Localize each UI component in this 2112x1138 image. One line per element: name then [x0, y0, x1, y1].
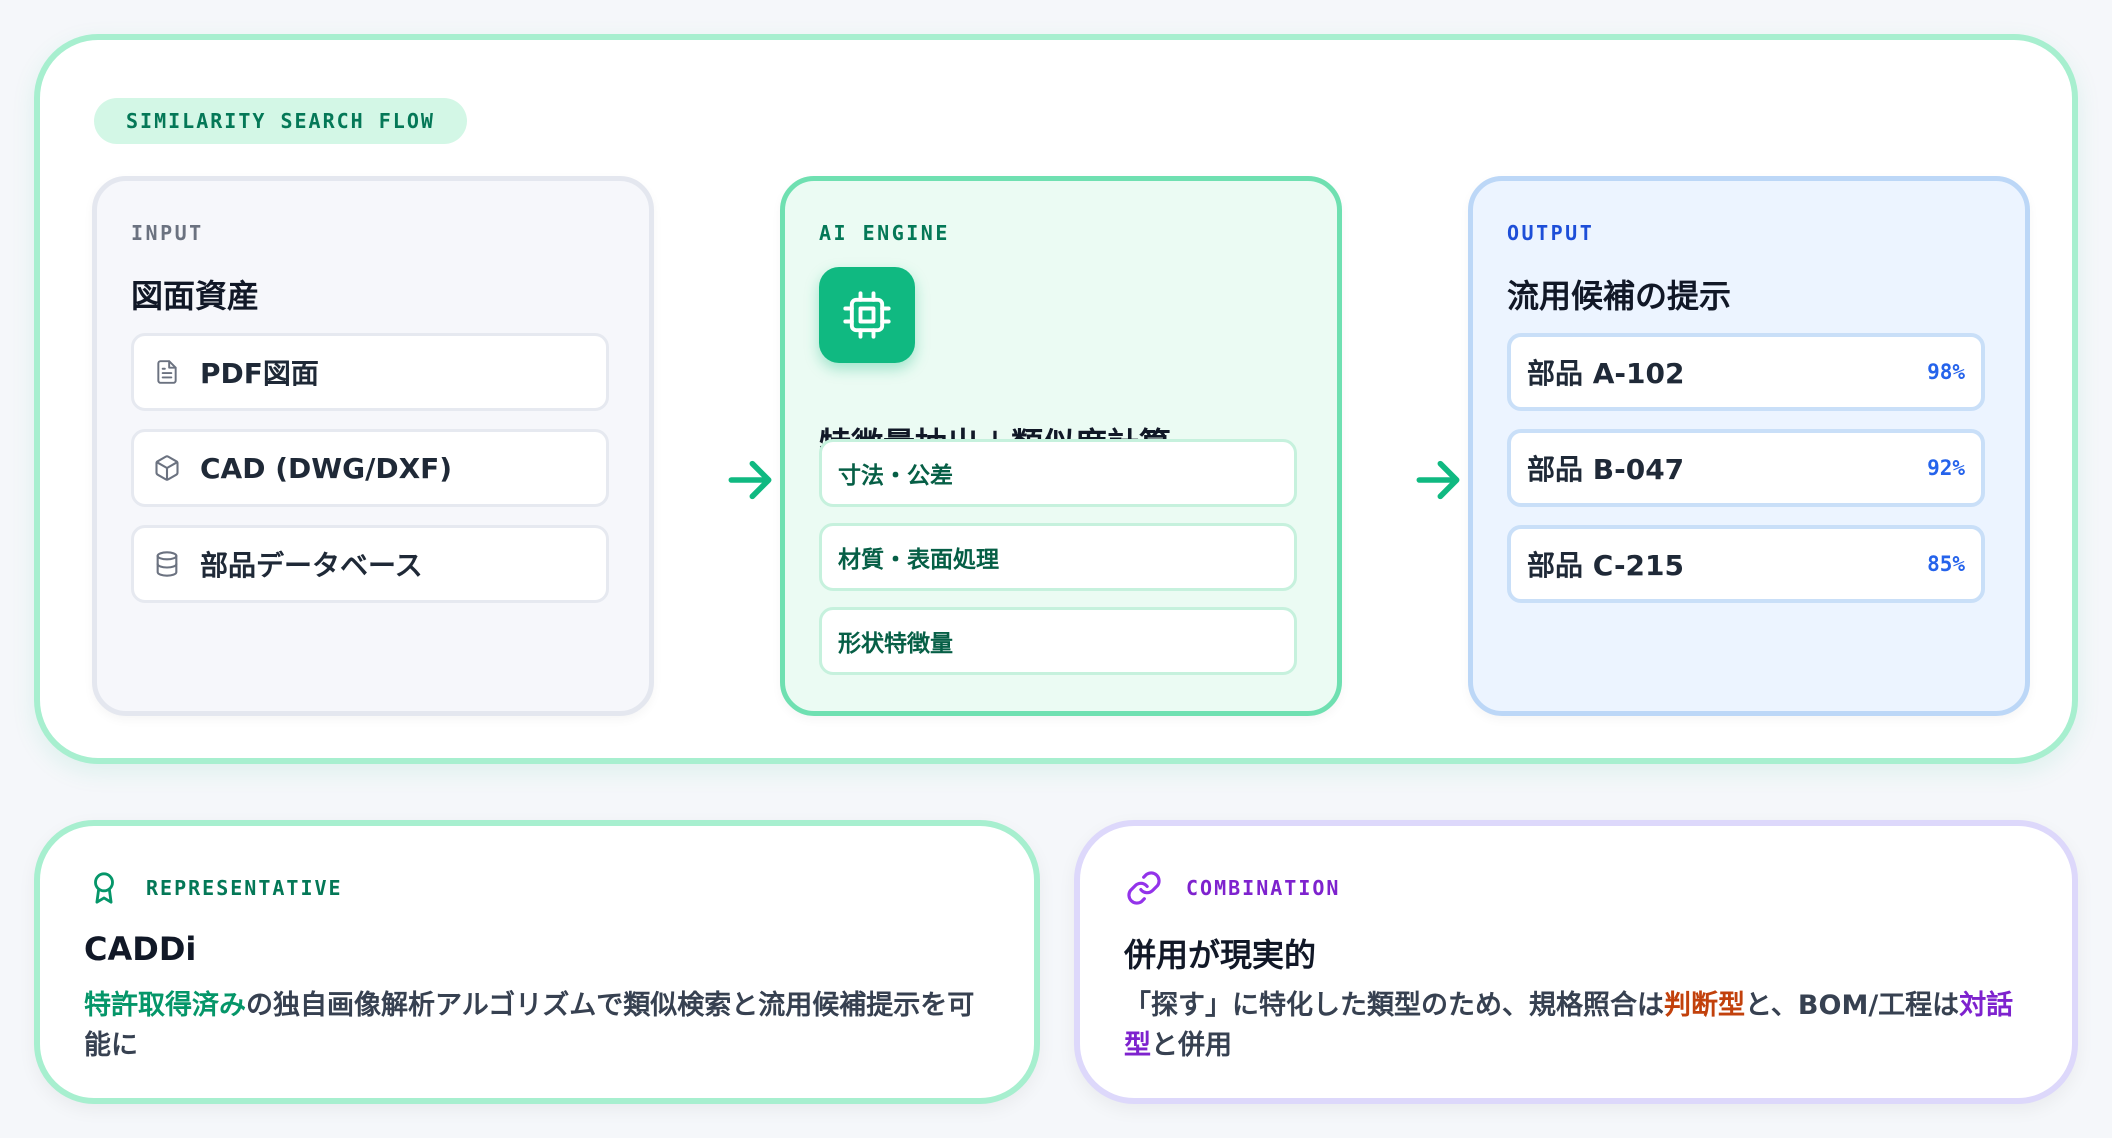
input-item-label: PDF図面 [200, 357, 319, 390]
similarity-flow-panel: SIMILARITY SEARCH FLOW INPUT 図面資産 PDF図面 … [34, 34, 2078, 764]
database-icon [152, 549, 182, 579]
result-row[interactable]: 部品 B-047 92% [1507, 429, 1985, 507]
result-name: 部品 A-102 [1527, 357, 1685, 390]
combination-text: 「探す」に特化した類型のため、規格照合は判断型と、BOM/工程は対話型と併用 [1124, 986, 2032, 1066]
engine-label: AI ENGINE [819, 221, 950, 245]
highlight-text: 判断型 [1664, 990, 1745, 1021]
feature-chip: 形状特徴量 [819, 607, 1297, 675]
result-score: 98% [1927, 360, 1965, 384]
combination-title: 併用が現実的 [1124, 936, 1317, 974]
result-name: 部品 B-047 [1527, 453, 1685, 486]
body-text: と、BOM/工程は [1745, 990, 1960, 1021]
result-row[interactable]: 部品 A-102 98% [1507, 333, 1985, 411]
output-title: 流用候補の提示 [1507, 277, 1732, 315]
body-text: 「探す」に特化した類型のため、規格照合は [1124, 990, 1664, 1021]
input-item-pdf[interactable]: PDF図面 [131, 333, 609, 411]
feature-chip: 寸法・公差 [819, 439, 1297, 507]
input-item-label: 部品データベース [200, 549, 423, 582]
arrow-right-icon [728, 460, 772, 500]
link-icon [1124, 868, 1164, 908]
document-icon [152, 357, 182, 387]
arrow-right-icon [1416, 460, 1460, 500]
input-item-label: CAD (DWG/DXF) [200, 451, 453, 485]
result-row[interactable]: 部品 C-215 85% [1507, 525, 1985, 603]
input-label: INPUT [131, 221, 204, 245]
engine-column: AI ENGINE 特徴量抽出＋類似度計算 寸法・公差 材質・表面処理 形状特徴… [780, 176, 1342, 716]
result-score: 85% [1927, 552, 1965, 576]
representative-tag: REPRESENTATIVE [146, 876, 343, 900]
input-column: INPUT 図面資産 PDF図面 CAD (DWG/DXF) [92, 176, 654, 716]
representative-title: CADDi [84, 930, 197, 968]
result-score: 92% [1927, 456, 1965, 480]
representative-text: 特許取得済みの独自画像解析アルゴリズムで類似検索と流用候補提示を可能に [84, 986, 994, 1066]
highlight-text: 対話型 [1124, 990, 2014, 1061]
highlight-text: 特許取得済み [84, 990, 246, 1021]
cube-icon [152, 453, 182, 483]
combination-tag: COMBINATION [1186, 876, 1341, 900]
output-column: OUTPUT 流用候補の提示 部品 A-102 98% 部品 B-047 92%… [1468, 176, 2030, 716]
result-name: 部品 C-215 [1527, 549, 1685, 582]
representative-card: REPRESENTATIVE CADDi 特許取得済みの独自画像解析アルゴリズム… [34, 820, 1040, 1104]
award-icon [84, 868, 124, 908]
flow-tag: SIMILARITY SEARCH FLOW [94, 98, 467, 144]
output-label: OUTPUT [1507, 221, 1595, 245]
input-item-cad[interactable]: CAD (DWG/DXF) [131, 429, 609, 507]
feature-chip: 材質・表面処理 [819, 523, 1297, 591]
chip-icon [819, 267, 915, 363]
body-text: の独自画像解析アルゴリズムで類似検索と流用候補提示を可能に [84, 990, 975, 1061]
input-item-database[interactable]: 部品データベース [131, 525, 609, 603]
combination-card: COMBINATION 併用が現実的 「探す」に特化した類型のため、規格照合は判… [1074, 820, 2078, 1104]
body-text: と併用 [1151, 1030, 1232, 1061]
input-title: 図面資産 [131, 277, 260, 315]
